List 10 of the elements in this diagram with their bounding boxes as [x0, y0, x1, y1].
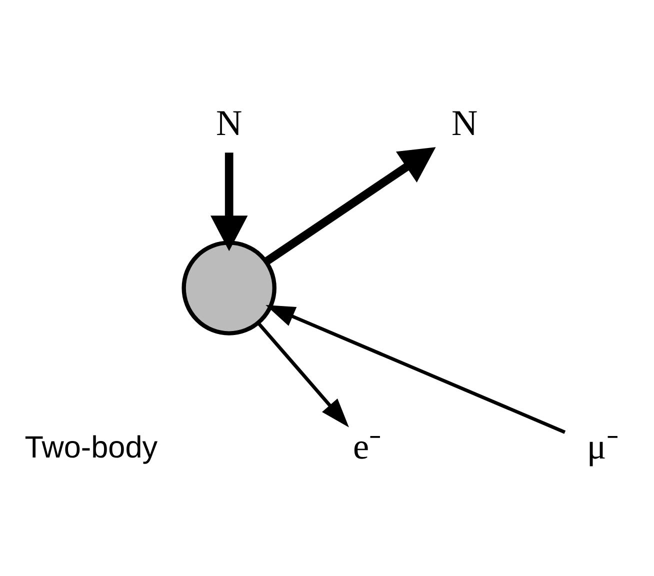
- label: Two-body: [24, 430, 158, 464]
- arrow: [266, 304, 566, 434]
- arrow: [264, 147, 436, 266]
- arrow: [257, 322, 349, 428]
- arrow: [210, 152, 248, 252]
- node-text: N: [452, 103, 478, 144]
- node-text: e⁻: [353, 426, 382, 466]
- node-text: μ⁻: [586, 426, 618, 466]
- node-circle: [182, 240, 276, 336]
- node-text: N: [216, 103, 242, 144]
